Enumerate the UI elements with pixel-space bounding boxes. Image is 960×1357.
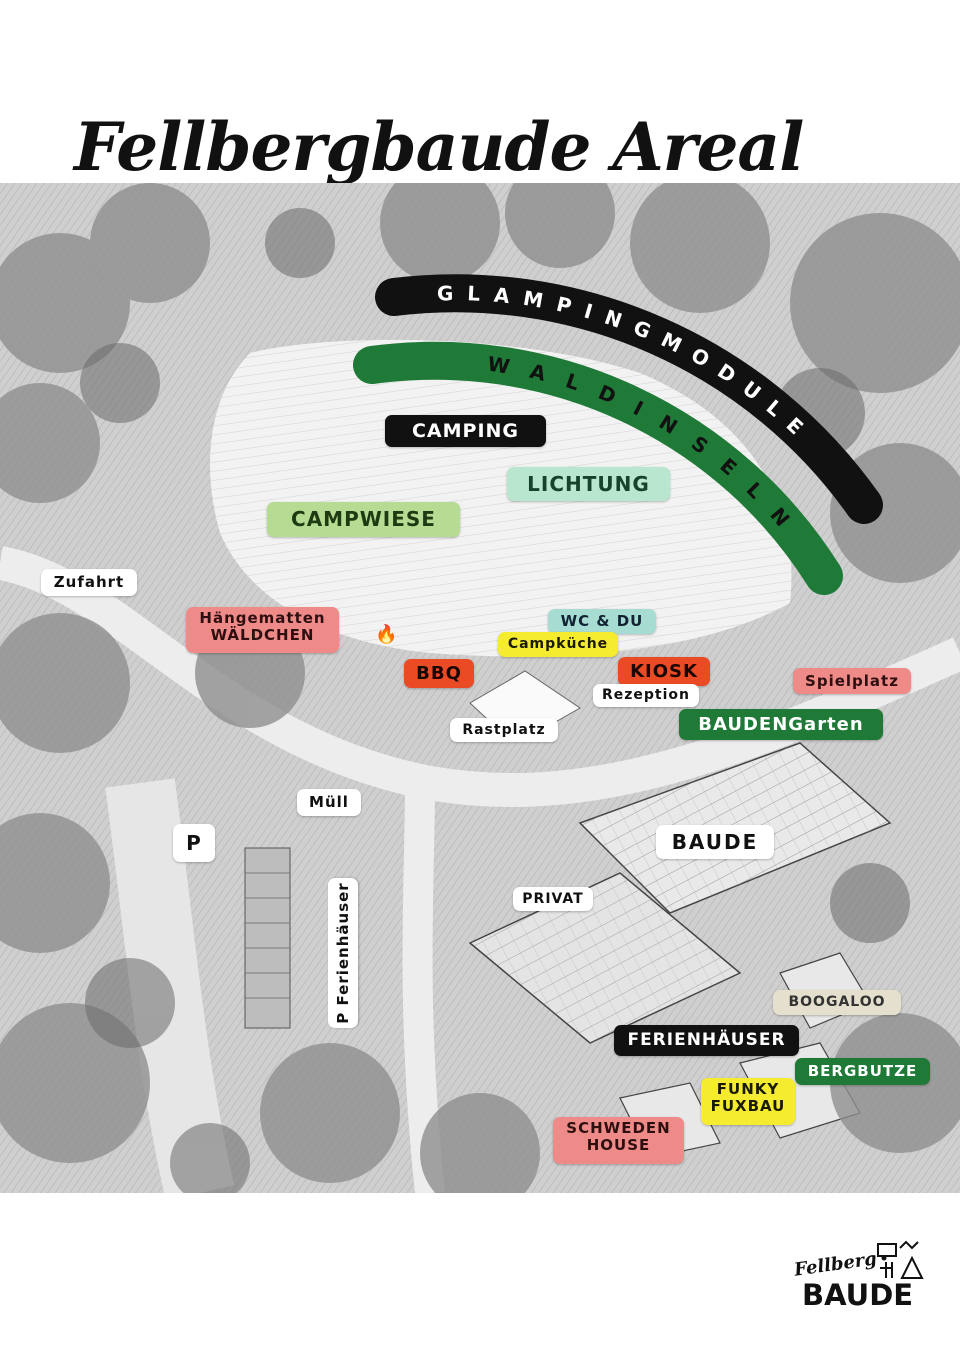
label-muell: Müll <box>297 789 361 816</box>
fellberg-baude-logo: Fellberg BAUDE <box>792 1238 934 1318</box>
label-bergbutze: BERGBUTZE <box>795 1058 930 1085</box>
label-rezeption: Rezeption <box>593 684 699 707</box>
label-baudengarten: BAUDENGarten <box>679 709 883 740</box>
label-parking-ferienhaeuser: P Ferienhäuser <box>328 878 358 1028</box>
label-baude: BAUDE <box>656 825 774 859</box>
label-spielplatz: Spielplatz <box>793 668 911 694</box>
label-schweden-line1: SCHWEDEN <box>566 1119 671 1137</box>
label-schweden-line2: HOUSE <box>586 1136 651 1155</box>
label-privat: PRIVAT <box>513 887 593 911</box>
label-haengematten-waeldchen: Hängematten WÄLDCHEN <box>186 607 339 653</box>
label-bbq: BBQ <box>404 659 474 688</box>
campfire-icon: 🔥 <box>375 624 398 645</box>
label-campkueche: Campküche <box>498 632 618 657</box>
logo-script-text: Fellberg <box>792 1248 879 1281</box>
label-zufahrt: Zufahrt <box>41 569 137 596</box>
label-wc-du: WC & DU <box>548 609 656 634</box>
label-schweden-house: SCHWEDEN HOUSE <box>553 1117 684 1164</box>
logo-camping-icon <box>877 1240 924 1279</box>
label-haengematten-line2: WÄLDCHEN <box>210 626 315 645</box>
label-funky-fuxbau: FUNKY FUXBAU <box>701 1078 795 1125</box>
label-camping: CAMPING <box>385 415 546 447</box>
logo-wordmark: BAUDE <box>802 1278 914 1312</box>
label-funky-line1: FUNKY <box>716 1080 780 1098</box>
label-parking: P <box>173 824 215 862</box>
label-rastplatz: Rastplatz <box>450 718 558 742</box>
label-boogaloo: BOOGALOO <box>773 990 901 1015</box>
label-haengematten-line1: Hängematten <box>199 609 326 627</box>
page-title: Fellbergbaude Areal <box>74 108 804 186</box>
label-lichtung: LICHTUNG <box>507 467 670 501</box>
label-funky-line2: FUXBAU <box>710 1097 786 1116</box>
label-ferienhaeuser: FERIENHÄUSER <box>614 1025 799 1056</box>
label-kiosk: KIOSK <box>618 657 710 686</box>
label-campwiese: CAMPWIESE <box>267 502 460 537</box>
